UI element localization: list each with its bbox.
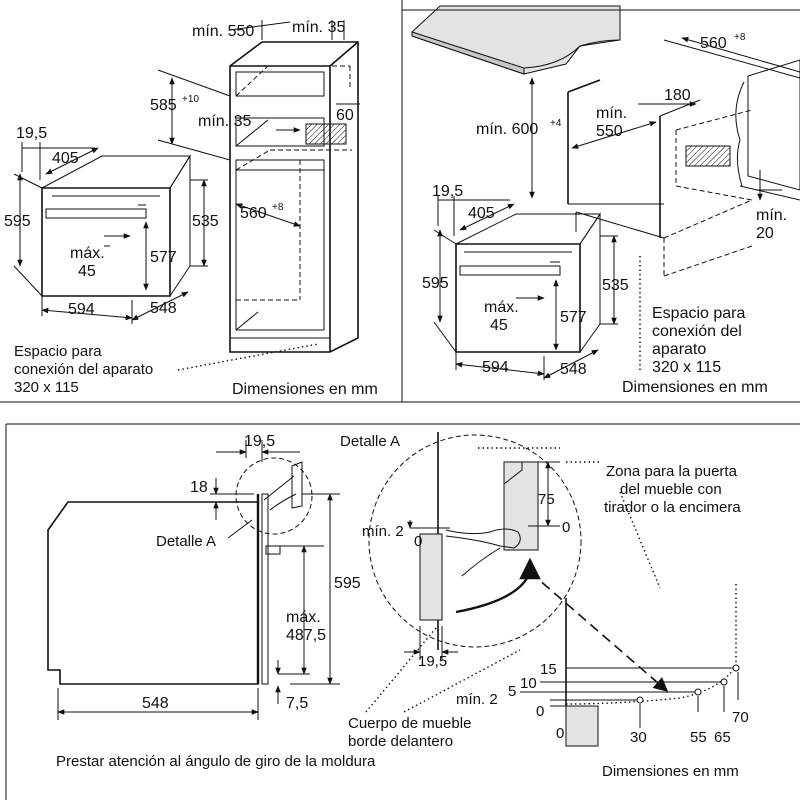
label-max-45-b-tr: 45 [490, 317, 508, 334]
prestar-atencion: Prestar atención al ángulo de giro de la… [56, 753, 376, 770]
label-594-tr: 594 [482, 359, 509, 376]
label-19-5-tr: 19,5 [432, 183, 463, 200]
detalle-a-label-bl: Detalle A [156, 533, 216, 550]
oven-side-profile [47, 461, 303, 685]
label-18: 18 [190, 479, 208, 496]
oven-iso-right [455, 212, 601, 354]
panel-tall-cabinet: 595 19,5 405 535 máx. 45 577 594 548 [4, 19, 378, 398]
label-0-b: 0 [556, 725, 564, 742]
label-max-45-a: máx. [70, 245, 105, 262]
label-55: 55 [690, 729, 707, 746]
detail-a-circle-large [368, 434, 582, 648]
zona-3: tirador o la encimera [604, 499, 741, 516]
label-min-20-a: mín. [756, 207, 787, 224]
label-min-600-sup: +4 [550, 118, 562, 129]
label-min-20-b: 20 [756, 225, 774, 242]
detail-a-circle-small [235, 457, 313, 535]
label-535-tr: 535 [602, 277, 629, 294]
label-585: 585 [150, 97, 177, 114]
label-548-bl: 548 [142, 695, 169, 712]
label-19-5-br: 19,5 [418, 653, 447, 670]
label-594: 594 [68, 301, 95, 318]
zona-1: Zona para la puerta [606, 463, 738, 480]
label-19-5-bl: 19,5 [244, 433, 275, 450]
label-487-5: 487,5 [286, 627, 326, 644]
label-595-tr: 595 [422, 275, 449, 292]
dimensiones-tr: Dimensiones en mm [622, 379, 768, 396]
label-min-2-bottom: mín. 2 [456, 691, 498, 708]
label-15: 15 [540, 661, 557, 678]
espacio-tr-1: Espacio para [652, 305, 745, 322]
label-70: 70 [732, 709, 749, 726]
label-30: 30 [630, 729, 647, 746]
label-577: 577 [150, 249, 177, 266]
dimensiones-br: Dimensiones en mm [602, 763, 739, 780]
label-75: 75 [538, 491, 555, 508]
label-585-sup: +10 [182, 94, 199, 105]
label-535: 535 [192, 213, 219, 230]
label-0-right: 0 [562, 519, 570, 536]
espacio-3: 320 x 115 [14, 379, 79, 396]
label-min-550: mín. 550 [192, 23, 254, 40]
label-595: 595 [4, 213, 31, 230]
label-min-550-b: 550 [596, 123, 623, 140]
panel-under-counter: 560 +8 mín. 600 +4 mín. 550 180 mín. 20 … [411, 5, 800, 396]
zona-2: del mueble con [620, 481, 722, 498]
label-560-sup-tr: +8 [734, 32, 746, 43]
countertop [411, 5, 621, 75]
cuerpo-2: borde delantero [348, 733, 453, 750]
espacio-1: Espacio para [14, 343, 102, 360]
label-min-35-mid: mín. 35 [198, 113, 251, 130]
front-edge-block [565, 705, 599, 747]
label-595-bl: 595 [334, 575, 361, 592]
label-180: 180 [664, 87, 691, 104]
label-7-5: 7,5 [286, 695, 308, 712]
cuerpo-1: Cuerpo de mueble [348, 715, 471, 732]
label-560-tr: 560 [700, 35, 727, 52]
label-548: 548 [150, 300, 177, 317]
espacio-2: conexión del aparato [14, 361, 153, 378]
panel-detail-a: Detalle A 75 0 mín. 2 0 19,5 Cuerpo de m… [340, 432, 749, 780]
tall-cabinet [229, 41, 359, 353]
label-405-tr: 405 [468, 205, 495, 222]
espacio-tr-2: conexión del [652, 323, 742, 340]
label-max-bl: máx. [286, 609, 321, 626]
cabinet-front-edge [419, 533, 443, 621]
label-405: 405 [52, 150, 79, 167]
label-min-35-top: mín. 35 [292, 19, 345, 36]
label-min-550-a: mín. [596, 105, 627, 122]
label-19-5: 19,5 [16, 125, 47, 142]
label-65: 65 [714, 729, 731, 746]
detalle-a-label-br: Detalle A [340, 433, 400, 450]
oven-iso-left [41, 154, 191, 298]
label-0-left: 0 [414, 533, 422, 550]
panel-side-view: 19,5 18 Detalle A 595 máx. 487,5 7,5 548… [47, 433, 376, 770]
label-560-sup: +8 [272, 202, 284, 213]
espacio-tr-4: 320 x 115 [652, 359, 721, 376]
dimensiones-tl: Dimensiones en mm [232, 381, 378, 398]
label-548-tr: 548 [560, 361, 587, 378]
label-max-45-a-tr: máx. [484, 299, 519, 316]
label-max-45-b: 45 [78, 263, 96, 280]
label-5: 5 [508, 683, 516, 700]
label-10: 10 [520, 675, 537, 692]
door-handle-section [503, 461, 539, 551]
label-60: 60 [336, 107, 354, 124]
espacio-tr-3: aparato [652, 341, 706, 358]
label-0-a: 0 [536, 703, 544, 720]
label-577-tr: 577 [560, 309, 587, 326]
label-min-600: mín. 600 [476, 121, 538, 138]
label-min-2-top: mín. 2 [362, 523, 404, 540]
